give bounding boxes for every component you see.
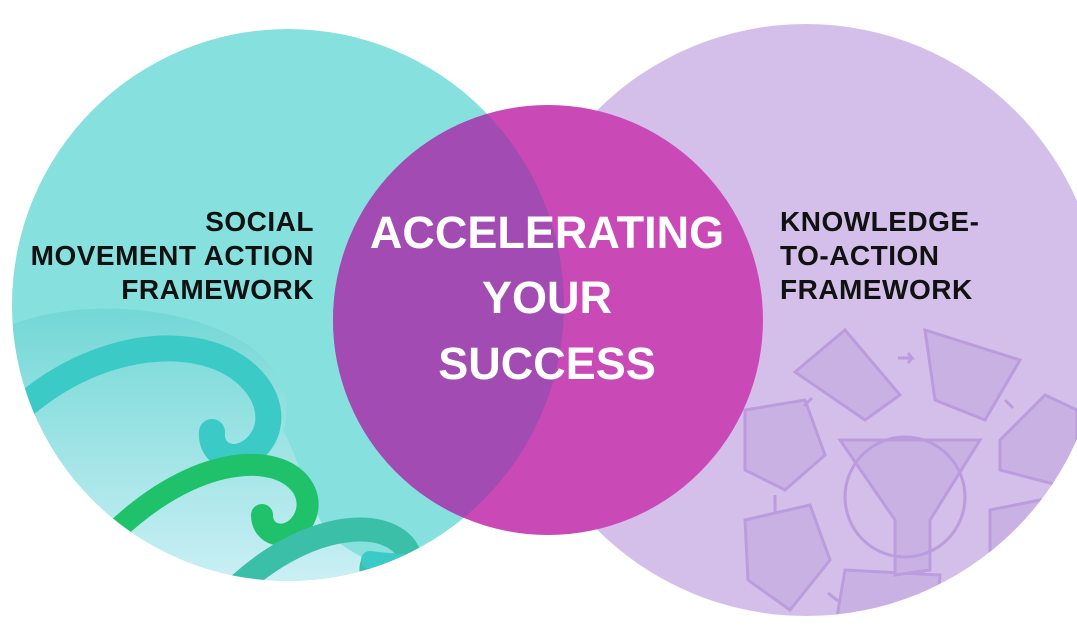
- accelerating-your-success-label: ACCELERATING YOUR SUCCESS: [332, 200, 762, 396]
- right-label-line-3: FRAMEWORK: [780, 274, 973, 306]
- left-label-line-2: MOVEMENT ACTION: [30, 240, 314, 272]
- right-label-line-1: KNOWLEDGE-: [780, 206, 980, 237]
- overlap-region: [333, 105, 564, 535]
- knowledge-to-action-framework-label: KNOWLEDGE- TO-ACTION FRAMEWORK: [780, 205, 1060, 307]
- center-label-line-3: SUCCESS: [438, 337, 656, 389]
- left-label-line-3: FRAMEWORK: [121, 274, 314, 306]
- social-movement-action-framework-label: SOCIAL MOVEMENT ACTION FRAMEWORK: [0, 205, 314, 307]
- center-label-line-2: YOUR: [481, 272, 612, 324]
- center-label-line-1: ACCELERATING: [369, 207, 725, 258]
- left-label-line-1: SOCIAL: [205, 206, 314, 237]
- right-label-line-2: TO-ACTION: [780, 240, 940, 272]
